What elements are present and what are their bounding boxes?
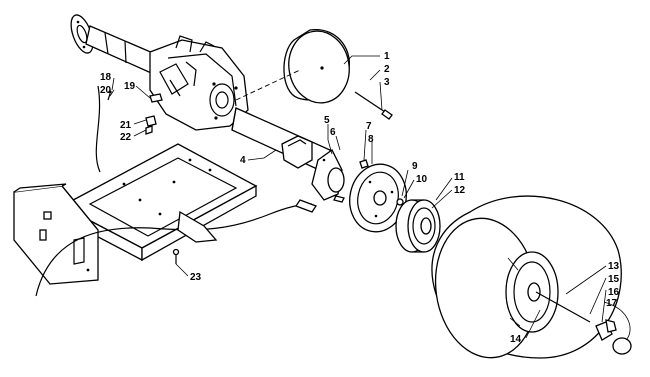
callout-19: 19 <box>124 81 136 92</box>
axle-housing-assembly <box>70 14 345 201</box>
callout-3: 3 <box>384 77 390 88</box>
part-21 <box>145 115 157 127</box>
callout-23: 23 <box>190 272 202 283</box>
drive-disc <box>283 29 350 104</box>
callout-22: 22 <box>120 132 132 143</box>
tire <box>431 195 622 359</box>
callout-16: 16 <box>608 287 620 298</box>
cable-end <box>333 195 345 203</box>
callout-6: 6 <box>330 127 336 138</box>
disc-alignment-line <box>235 69 301 101</box>
right-hub-face <box>327 167 345 193</box>
cable-left <box>95 85 101 173</box>
callout-18: 18 <box>100 72 112 83</box>
callout-1: 1 <box>384 51 390 62</box>
washer-part <box>359 159 369 169</box>
wheel-hub <box>395 199 441 253</box>
callout-11: 11 <box>454 172 465 183</box>
callout-4: 4 <box>240 155 246 166</box>
wheel-stud <box>535 291 591 323</box>
callout-2: 2 <box>384 64 390 75</box>
cable-guide <box>177 210 218 243</box>
cable-fitting <box>295 199 317 213</box>
callout-10: 10 <box>416 174 428 185</box>
hub-cap <box>612 337 632 355</box>
left-axle-tube <box>85 25 161 77</box>
nut-cap <box>605 319 617 333</box>
callout-21: 21 <box>120 120 132 131</box>
callout-12: 12 <box>454 185 466 196</box>
callout-13: 13 <box>608 261 620 272</box>
callout-7: 7 <box>366 121 372 132</box>
callout-9: 9 <box>412 161 418 172</box>
callout-15: 15 <box>608 274 620 285</box>
callout-labels: 1 2 3 4 5 6 7 8 9 10 11 12 13 14 15 16 1… <box>100 51 620 345</box>
callout-20: 20 <box>100 85 112 96</box>
disc-bolt-head <box>381 109 393 120</box>
callout-8: 8 <box>368 134 374 145</box>
axle-mount-bracket <box>281 135 313 169</box>
right-axle-tube <box>231 107 331 175</box>
small-bolt <box>396 198 404 206</box>
callout-5: 5 <box>324 115 330 126</box>
leader-lines <box>109 55 631 341</box>
disc-bolt <box>354 91 389 115</box>
part-19 <box>149 93 163 103</box>
rear-end-plate <box>13 183 99 285</box>
callout-14: 14 <box>510 334 522 345</box>
part-22 <box>145 125 153 135</box>
part-18-20 <box>107 93 111 101</box>
callout-17: 17 <box>606 298 618 309</box>
